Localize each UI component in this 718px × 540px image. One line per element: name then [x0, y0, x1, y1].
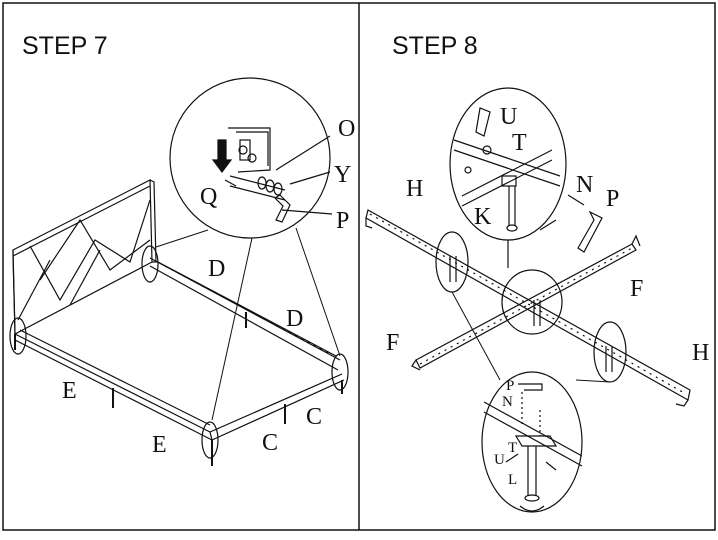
step7-title: STEP 7	[22, 32, 108, 60]
label-p-large: P	[606, 186, 619, 212]
rotate-arrow-icon	[519, 505, 545, 512]
detail-circle-top	[449, 87, 603, 268]
label-o: O	[338, 116, 355, 142]
step8-panel: STEP 8 U T N P K H	[365, 32, 709, 513]
headboard	[12, 179, 157, 335]
arrow-down-icon	[211, 139, 233, 173]
label-p: P	[336, 208, 349, 234]
center-circle	[501, 269, 563, 335]
zoom-lines	[155, 227, 341, 421]
label-e1: E	[62, 378, 77, 404]
step7-panel: STEP 7	[9, 32, 355, 466]
label-f1: F	[630, 276, 643, 302]
label-e2: E	[152, 432, 167, 458]
center-cross-frame	[365, 209, 691, 407]
side-rail-d	[149, 257, 341, 371]
label-q: Q	[200, 184, 217, 210]
label-y: Y	[334, 162, 351, 188]
label-k: K	[474, 204, 492, 230]
detail-circle-bottom	[481, 371, 583, 513]
label-c2: C	[306, 404, 322, 430]
joint-circle-right	[331, 353, 349, 391]
detail-circle-step7	[169, 77, 333, 239]
label-d2: D	[286, 306, 303, 332]
bed-legs	[14, 312, 343, 466]
joint-circle-left	[9, 317, 27, 355]
zoom-line-right	[575, 379, 611, 383]
label-l-small: L	[508, 472, 517, 488]
joint-circle-headboard	[141, 245, 159, 283]
label-u-small: U	[494, 452, 505, 468]
label-n-small: N	[502, 394, 513, 410]
label-h1: H	[406, 176, 423, 202]
leg-circle-left	[435, 231, 469, 293]
label-p-small: P	[506, 378, 514, 394]
step8-title: STEP 8	[392, 32, 478, 60]
label-n: N	[576, 172, 593, 198]
label-c1: C	[262, 430, 278, 456]
label-t-small: T	[508, 440, 517, 456]
joint-circle-front	[201, 421, 219, 459]
zoom-line-left	[451, 291, 501, 381]
label-h2: H	[692, 340, 709, 366]
label-d1: D	[208, 256, 225, 282]
label-f2: F	[386, 330, 399, 356]
label-t: T	[512, 130, 527, 156]
label-u: U	[500, 104, 517, 130]
